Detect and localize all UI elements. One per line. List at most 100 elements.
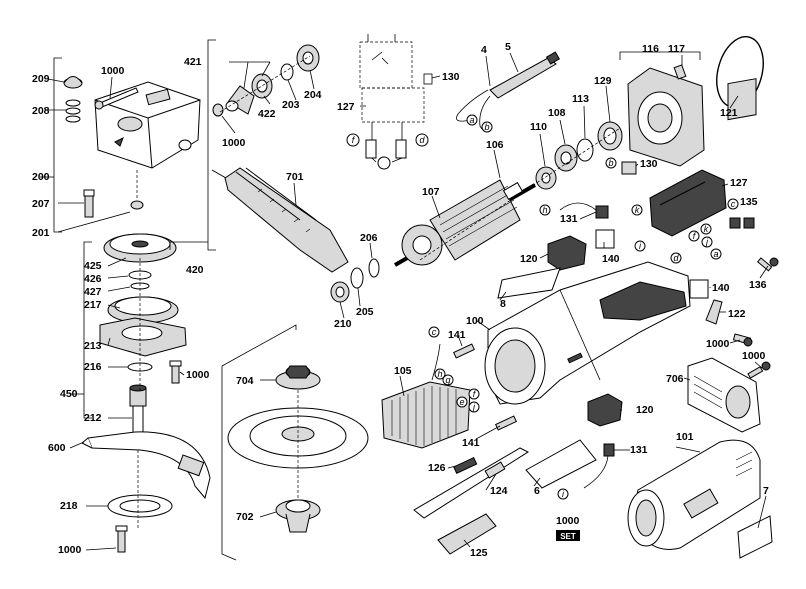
- label-141: 141: [448, 329, 466, 341]
- spindle-212: [129, 384, 147, 445]
- screw-1000-mid: [169, 360, 182, 384]
- switch-symbol-icon: [371, 51, 389, 65]
- nut-1000: [212, 103, 224, 117]
- circle-marker-k1: k: [631, 204, 643, 216]
- label-101: 101: [676, 431, 694, 443]
- bearing-210: [330, 281, 350, 303]
- brush-holder-120-bottom: [587, 393, 623, 427]
- label-7: 7: [763, 485, 769, 497]
- label-218: 218: [60, 500, 78, 512]
- label-140: 140: [712, 282, 730, 294]
- label-203: 203: [282, 99, 300, 111]
- svg-text:e: e: [459, 397, 464, 407]
- bracket-116: [619, 51, 701, 60]
- rings-208: [65, 99, 81, 123]
- svg-text:c: c: [432, 327, 437, 337]
- label-5: 5: [505, 41, 511, 53]
- svg-text:f: f: [473, 389, 477, 399]
- gear-housing-200: [94, 81, 201, 169]
- side-handle-701: [211, 167, 349, 273]
- label-136: 136: [749, 279, 767, 291]
- label-125: 125: [470, 547, 488, 559]
- circle-marker-b2: b: [605, 157, 617, 169]
- label-422: 422: [258, 108, 276, 120]
- circle-marker-j2: j: [468, 401, 480, 413]
- svg-text:j: j: [705, 237, 709, 247]
- circle-marker-c1: c: [727, 198, 739, 210]
- label-1000: 1000: [101, 65, 125, 77]
- label-107: 107: [422, 186, 440, 198]
- label-704: 704: [236, 375, 254, 387]
- label-205: 205: [356, 306, 374, 318]
- screw-1000-right: [732, 333, 753, 347]
- label-110: 110: [530, 121, 547, 133]
- bearing-108: [554, 144, 578, 172]
- ring-206: [368, 258, 380, 278]
- ring-113: [576, 138, 594, 162]
- label-130: 130: [442, 71, 460, 83]
- set-badge: SET: [556, 530, 580, 541]
- label-124: 124: [490, 485, 508, 497]
- leader-lines: [47, 52, 769, 551]
- label-216: 216: [84, 361, 102, 373]
- motor-symbol-icon: [377, 156, 391, 170]
- label-116: 116: [642, 43, 659, 55]
- svg-text:i: i: [562, 489, 565, 499]
- field-coil-105: [381, 343, 471, 449]
- label-106: 106: [486, 139, 504, 151]
- label-130: 130: [640, 158, 658, 170]
- label-701: 701: [286, 171, 304, 183]
- label-212: 212: [84, 412, 102, 424]
- slider-125: [437, 513, 497, 555]
- cap-140-a: [595, 229, 615, 249]
- label-200: 200: [32, 171, 50, 183]
- svg-text:i: i: [639, 241, 642, 251]
- label-105: 105: [394, 365, 412, 377]
- screw-1000-rear: [747, 361, 771, 379]
- svg-text:f: f: [693, 231, 697, 241]
- flange-nut-704: [275, 365, 321, 390]
- circle-marker-f3: f: [468, 388, 480, 400]
- svg-text:j: j: [472, 402, 476, 412]
- label-140: 140: [602, 253, 620, 265]
- label-213: 213: [84, 340, 102, 352]
- circle-marker-d1: d: [415, 133, 429, 147]
- label-6: [525, 439, 597, 489]
- circle-marker-f2: f: [688, 230, 700, 242]
- armature-107: [394, 179, 536, 267]
- circle-marker-g1: g: [442, 374, 454, 386]
- svg-text:k: k: [635, 205, 640, 215]
- label-1000: 1000: [186, 369, 210, 381]
- label-7: [737, 515, 773, 559]
- svg-text:d: d: [419, 135, 425, 145]
- strain-relief-5: [489, 51, 561, 99]
- spring-126: [453, 456, 478, 474]
- svg-text:h: h: [542, 205, 547, 215]
- arrow-icon: [114, 136, 124, 147]
- label-204: 204: [304, 89, 322, 101]
- label-1000: 1000: [742, 350, 766, 362]
- circle-marker-a1: a: [466, 114, 478, 126]
- connector-130: [621, 161, 637, 175]
- label-127: 127: [730, 177, 748, 189]
- pin-141-bottom: [495, 415, 517, 431]
- rear-cover-101: [627, 439, 761, 550]
- circle-marker-b1: b: [481, 121, 493, 133]
- svg-text:d: d: [673, 253, 679, 263]
- bracket-704-702: [221, 324, 297, 561]
- end-cap-706: [687, 357, 761, 433]
- label-120: 120: [636, 404, 654, 416]
- circle-marker-a2: a: [710, 248, 722, 260]
- flange-702: [275, 499, 321, 533]
- label-210: 210: [334, 318, 352, 330]
- label-425: 425: [84, 260, 102, 272]
- svg-text:a: a: [713, 249, 718, 259]
- label-113: 113: [572, 93, 589, 105]
- svg-text:c: c: [731, 199, 736, 209]
- label-201: 201: [32, 227, 50, 239]
- label-706: 706: [666, 373, 684, 385]
- label-122: 122: [728, 308, 746, 320]
- label-206: 206: [360, 232, 378, 244]
- label-117: 117: [668, 43, 685, 55]
